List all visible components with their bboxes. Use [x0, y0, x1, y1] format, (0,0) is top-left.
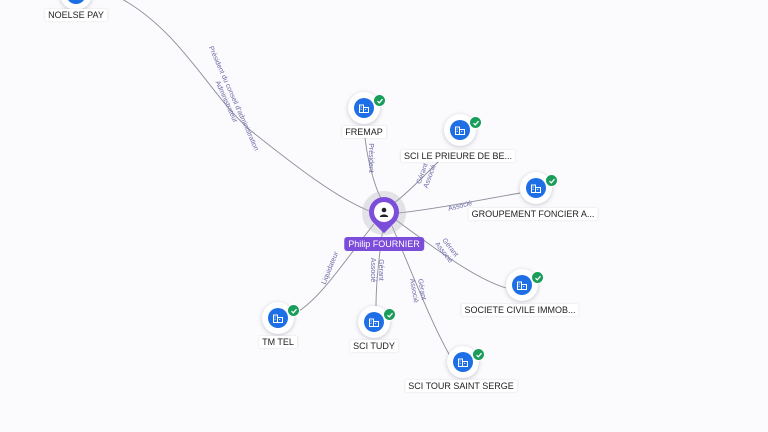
edge-groupement: [397, 192, 521, 214]
verified-check-icon: [531, 271, 544, 284]
edge-label: Gérant: [416, 278, 427, 300]
edge-label: Président du conseil d'administration: [207, 45, 260, 152]
verified-check-icon: [287, 304, 300, 317]
company-node-circle[interactable]: [506, 269, 538, 301]
edge-label: Président: [367, 143, 374, 173]
verified-check-icon: [545, 174, 558, 187]
company-label-tmtel[interactable]: TM TEL: [259, 336, 297, 348]
edge-tudy: [375, 227, 384, 307]
company-node-circle[interactable]: [60, 0, 92, 10]
edge-societe: [395, 219, 507, 289]
verified-check-icon: [383, 308, 396, 321]
building-icon: [526, 178, 546, 198]
center-person-label[interactable]: Philip FOURNIER: [344, 237, 424, 251]
building-icon: [354, 98, 374, 118]
company-node-circle[interactable]: [447, 346, 479, 378]
company-label-tudy[interactable]: SCI TUDY: [350, 340, 398, 352]
company-label-noelse[interactable]: NOELSE PAY: [45, 9, 107, 21]
building-icon: [512, 275, 532, 295]
person-icon: [374, 202, 394, 222]
building-icon: [66, 0, 86, 4]
company-label-societe[interactable]: SOCIETE CIVILE IMMOB...: [461, 304, 579, 316]
edge-noelse: [122, 0, 373, 213]
building-icon: [450, 120, 470, 140]
building-icon: [268, 308, 288, 328]
company-label-fremap[interactable]: FREMAP: [342, 126, 386, 138]
edge-label: Gérant: [377, 259, 384, 280]
building-icon: [364, 312, 384, 332]
company-node-circle[interactable]: [262, 302, 294, 334]
edge-label-group-fremap: Président: [367, 143, 374, 173]
edge-tmtel: [293, 223, 375, 315]
edge-label: Associé: [408, 278, 419, 303]
verified-check-icon: [472, 348, 485, 361]
company-label-groupement[interactable]: GROUPEMENT FONCIER A...: [468, 208, 598, 220]
edge-label-group-noelse: Président du conseil d'administrationAdm…: [207, 45, 260, 152]
company-label-tourserge[interactable]: SCI TOUR SAINT SERGE: [405, 380, 517, 392]
verified-check-icon: [469, 116, 482, 129]
edge-label: Associé: [369, 258, 376, 283]
building-icon: [453, 352, 473, 372]
verified-check-icon: [373, 94, 386, 107]
company-label-prieure[interactable]: SCI LE PRIEURE DE BE...: [400, 150, 516, 162]
